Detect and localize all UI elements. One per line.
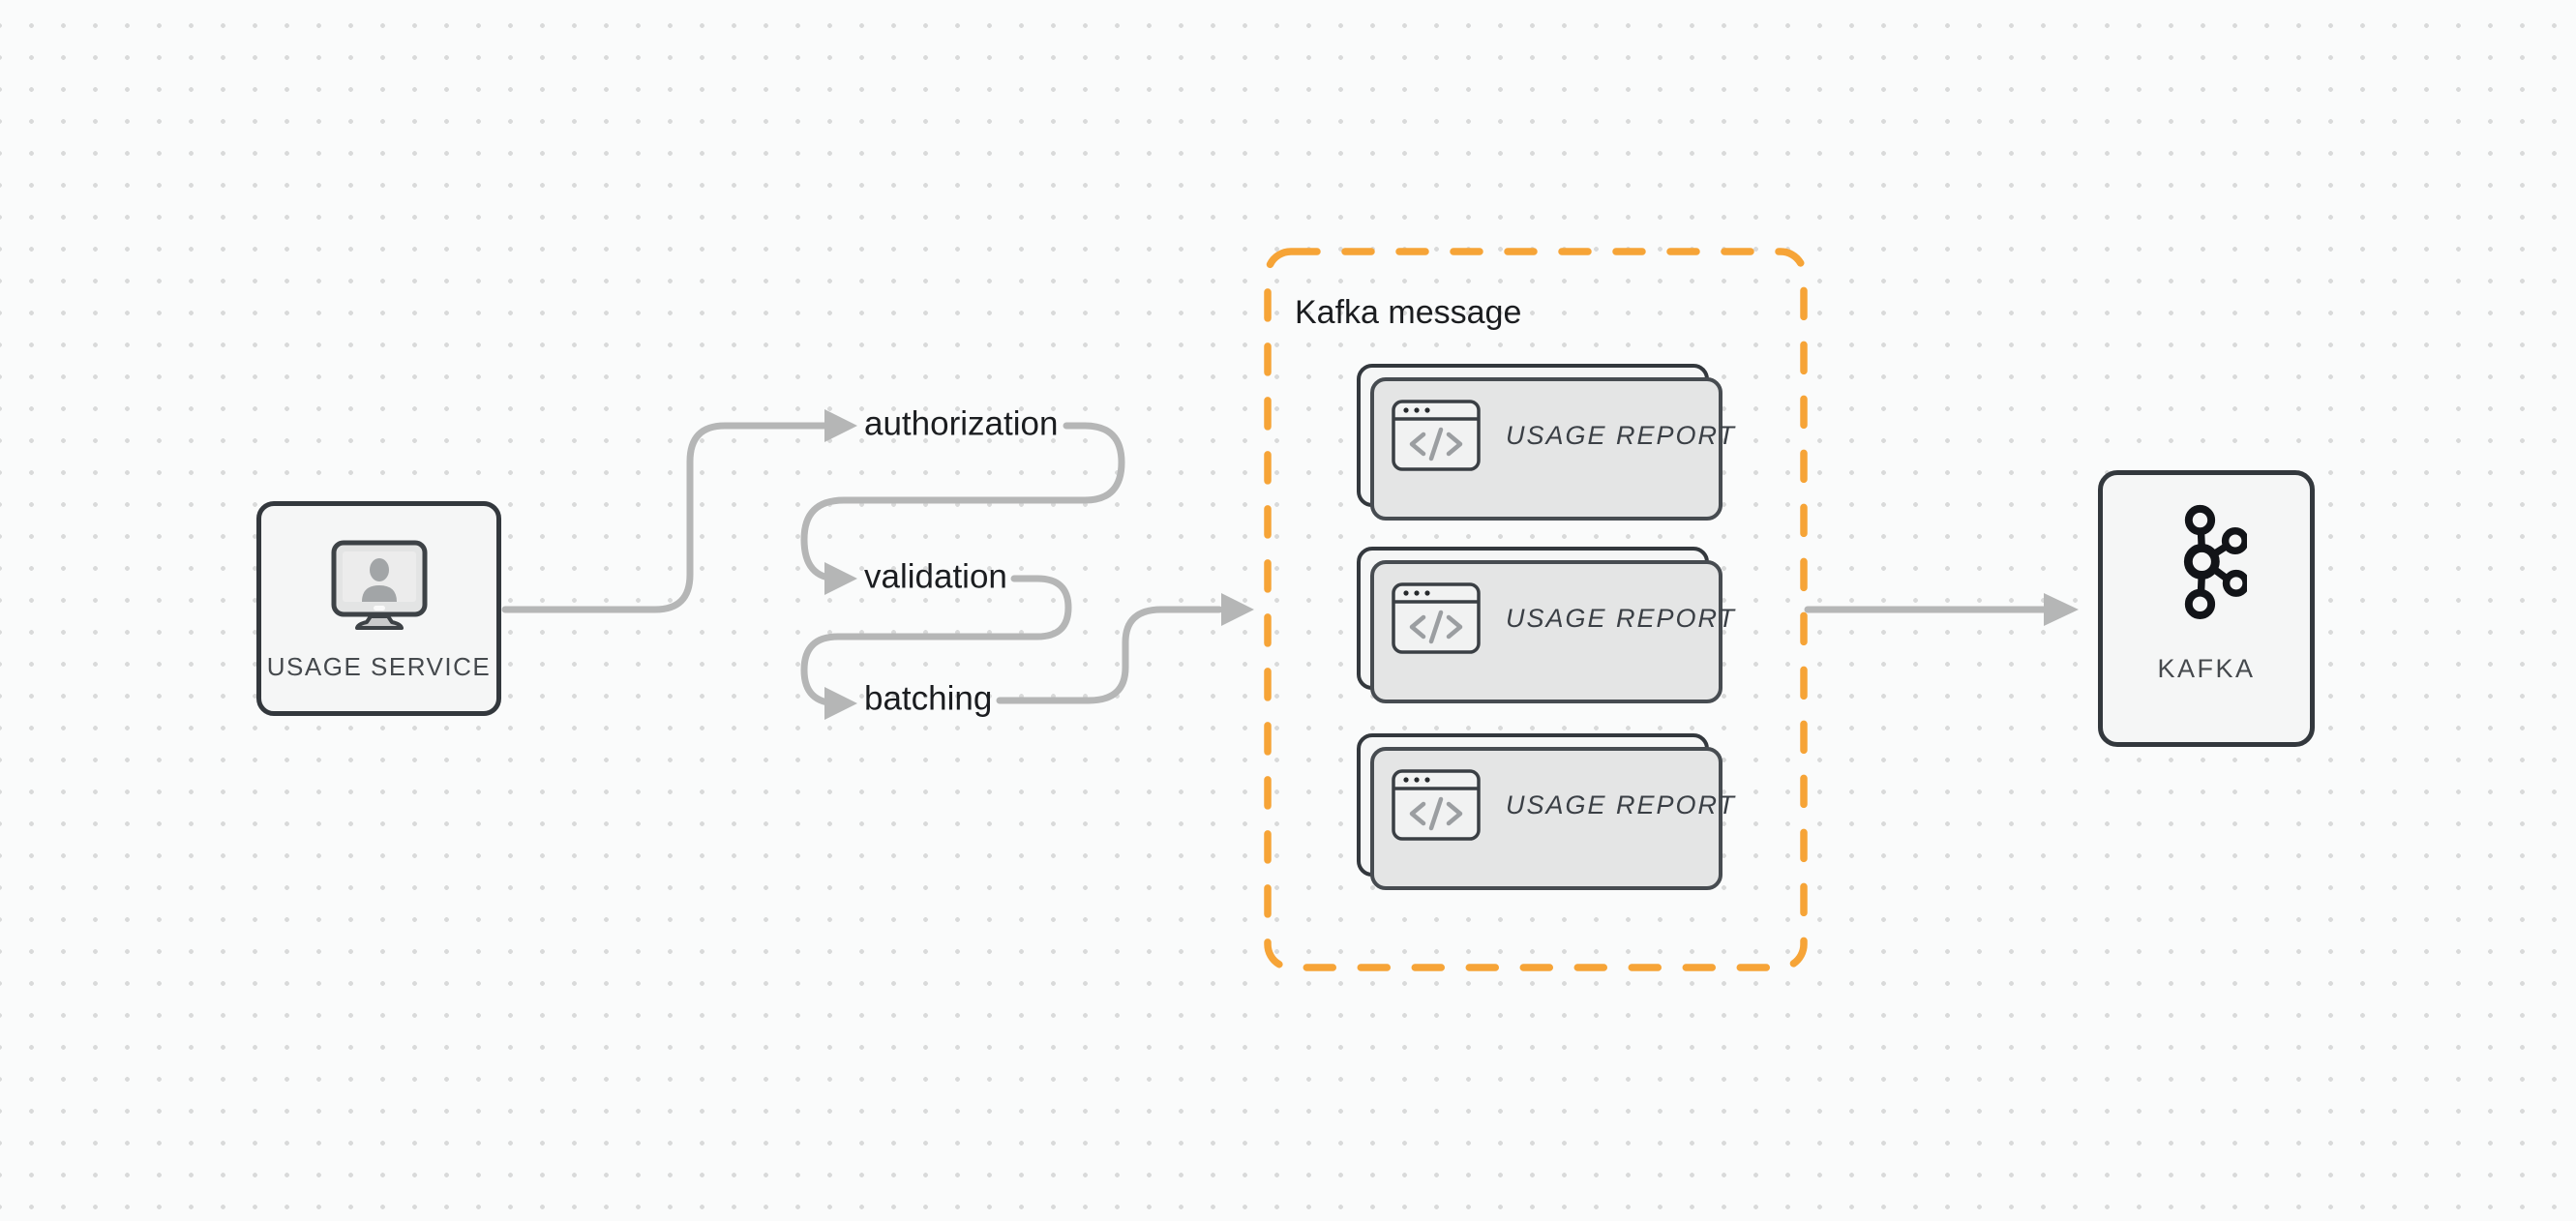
usage-service-node: USAGE SERVICE [256,501,501,716]
kafka-node: KAFKA [2098,470,2315,747]
usage-service-label: USAGE SERVICE [266,652,492,681]
connector-source-to-authorization [501,422,828,613]
usage-report-card: USAGE REPORT [1357,733,1734,890]
connector-authorization-to-validation [800,422,1125,582]
browser-code-icon [1392,582,1481,654]
usage-report-label: USAGE REPORT [1506,789,1737,819]
kafka-message-group-title: Kafka message [1295,293,1522,331]
arrowhead-batching [824,687,857,720]
usage-report-label: USAGE REPORT [1506,603,1737,633]
connector-validation-to-batching [800,575,1072,707]
usage-report-card: USAGE REPORT [1357,547,1734,703]
step-batching-label: batching [864,679,993,718]
monitor-user-icon [330,539,429,637]
browser-code-icon [1392,400,1481,471]
arrowhead-kafka [2044,593,2079,626]
kafka-logo-icon [2166,500,2250,640]
step-authorization-label: authorization [864,404,1059,443]
connector-batching-to-group [996,606,1223,704]
kafka-label: KAFKA [2157,654,2256,683]
arrowhead-group [1221,593,1254,626]
usage-report-label: USAGE REPORT [1506,420,1737,450]
kafka-message-group-border [1264,248,1808,971]
arrowhead-validation [824,562,857,595]
arrowhead-authorization [824,409,857,442]
step-validation-label: validation [864,557,1007,596]
usage-report-card: USAGE REPORT [1357,364,1734,521]
browser-code-icon [1392,769,1481,841]
